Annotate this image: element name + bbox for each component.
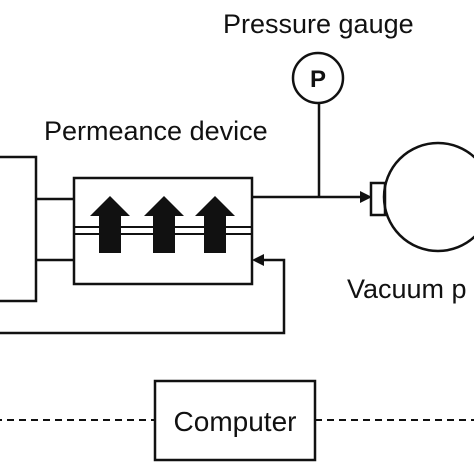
pressure-gauge-icon	[291, 51, 345, 105]
gauge-symbol: P	[310, 66, 326, 93]
pressure-gauge-label: Pressure gauge	[223, 9, 414, 39]
vacuum-pump-label: Vacuum p	[347, 274, 467, 304]
permeance-device-label: Permeance device	[44, 116, 268, 146]
vacuum-pump-icon	[369, 141, 474, 253]
upward-arrow-icon	[144, 196, 184, 253]
flow-arrowhead	[360, 191, 372, 203]
upward-arrow-icon	[195, 196, 235, 253]
feed-source	[0, 155, 38, 303]
computer-label: Computer	[174, 406, 297, 437]
feed-lines	[36, 197, 74, 262]
return-arrowhead	[252, 254, 264, 266]
pressure-gauge: P	[291, 51, 345, 197]
permeance-device	[72, 176, 254, 286]
upward-arrow-icon	[90, 196, 130, 253]
return-loop	[0, 254, 286, 335]
computer: Computer	[0, 379, 474, 462]
permeate-line	[252, 191, 372, 203]
